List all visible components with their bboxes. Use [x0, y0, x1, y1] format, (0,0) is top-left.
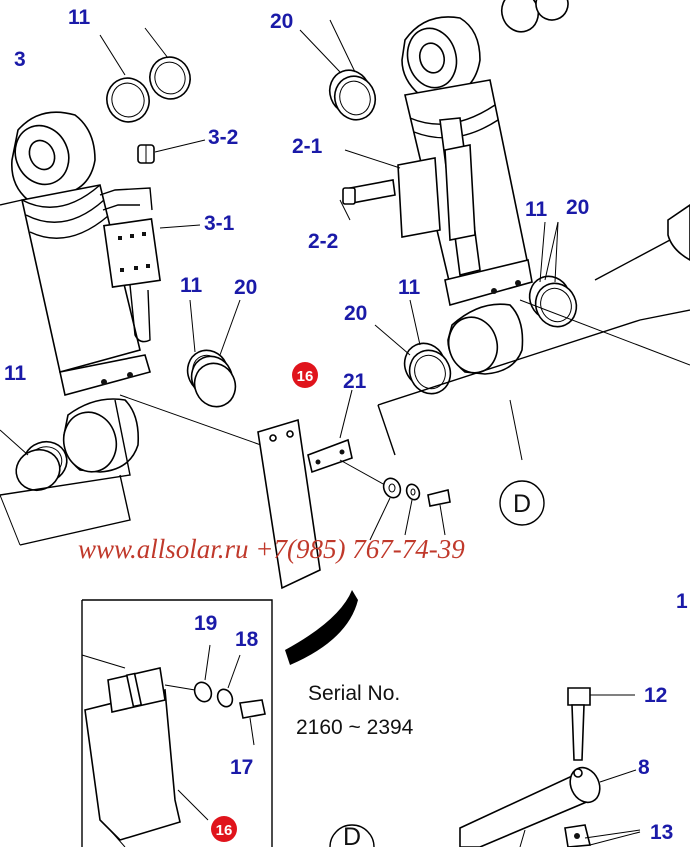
part-label-19: 19	[194, 612, 217, 635]
part-label-11: 11	[180, 274, 203, 297]
circle-label-d-2: D	[329, 823, 375, 847]
part-label-11: 11	[68, 6, 91, 29]
cover-plate-assembly	[257, 389, 451, 665]
detail-box	[81, 599, 273, 847]
part-label-2-2: 2-2	[308, 230, 338, 253]
circle-label-text: D	[343, 823, 361, 847]
serial-label: Serial No.	[308, 682, 400, 705]
part-label-1: 1	[676, 590, 688, 613]
part-label-11: 11	[4, 362, 27, 385]
part-label-11: 11	[398, 276, 421, 299]
part-label-3-2: 3-2	[208, 126, 238, 149]
pin-assembly	[459, 687, 641, 847]
part-label-13: 13	[650, 821, 673, 844]
watermark-text: www.allsolar.ru +7(985) 767-74-39	[78, 534, 465, 564]
part-label-12: 12	[644, 684, 667, 707]
part-badge-16: 16	[292, 362, 318, 388]
part-badge-16: 16	[211, 816, 237, 842]
right-cylinder	[299, 0, 690, 461]
serial-range: 2160 ~ 2394	[296, 716, 414, 739]
part-label-17: 17	[230, 756, 253, 779]
part-label-21: 21	[343, 370, 367, 393]
part-label-18: 18	[235, 628, 259, 651]
badge-text: 16	[216, 822, 233, 839]
part-label-3-1: 3-1	[204, 212, 235, 235]
circle-label-d-1: D	[499, 480, 545, 526]
badge-text: 16	[297, 368, 314, 385]
part-label-2-1: 2-1	[292, 135, 323, 158]
part-label-20: 20	[234, 276, 257, 299]
part-label-20: 20	[270, 10, 293, 33]
part-label-8: 8	[638, 756, 650, 779]
left-cylinder	[0, 27, 276, 546]
part-label-11: 11	[525, 198, 548, 221]
part-label-20: 20	[344, 302, 367, 325]
part-label-3: 3	[14, 48, 26, 71]
part-label-20: 20	[566, 196, 589, 219]
circle-label-text: D	[513, 490, 531, 518]
